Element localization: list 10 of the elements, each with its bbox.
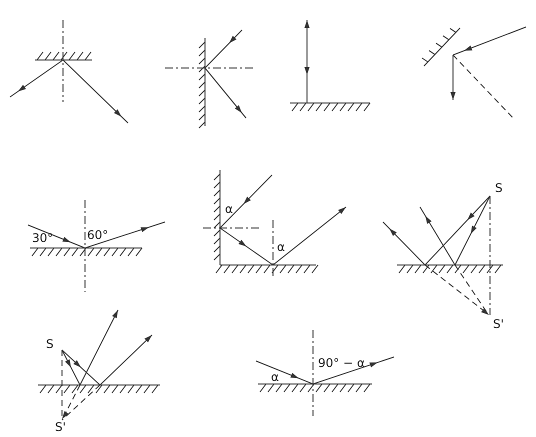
angle-label: 90° − α [318,357,365,370]
angle-label: 60° [87,229,108,242]
angle-label: S' [493,318,504,331]
angle-label: S' [55,421,66,434]
angle-label: α [277,241,285,254]
angle-label: S [46,338,54,351]
angle-label: α [271,371,279,384]
angle-label: 30° [32,232,54,245]
angle-label: S [495,182,503,195]
angle-label: α [225,203,233,216]
